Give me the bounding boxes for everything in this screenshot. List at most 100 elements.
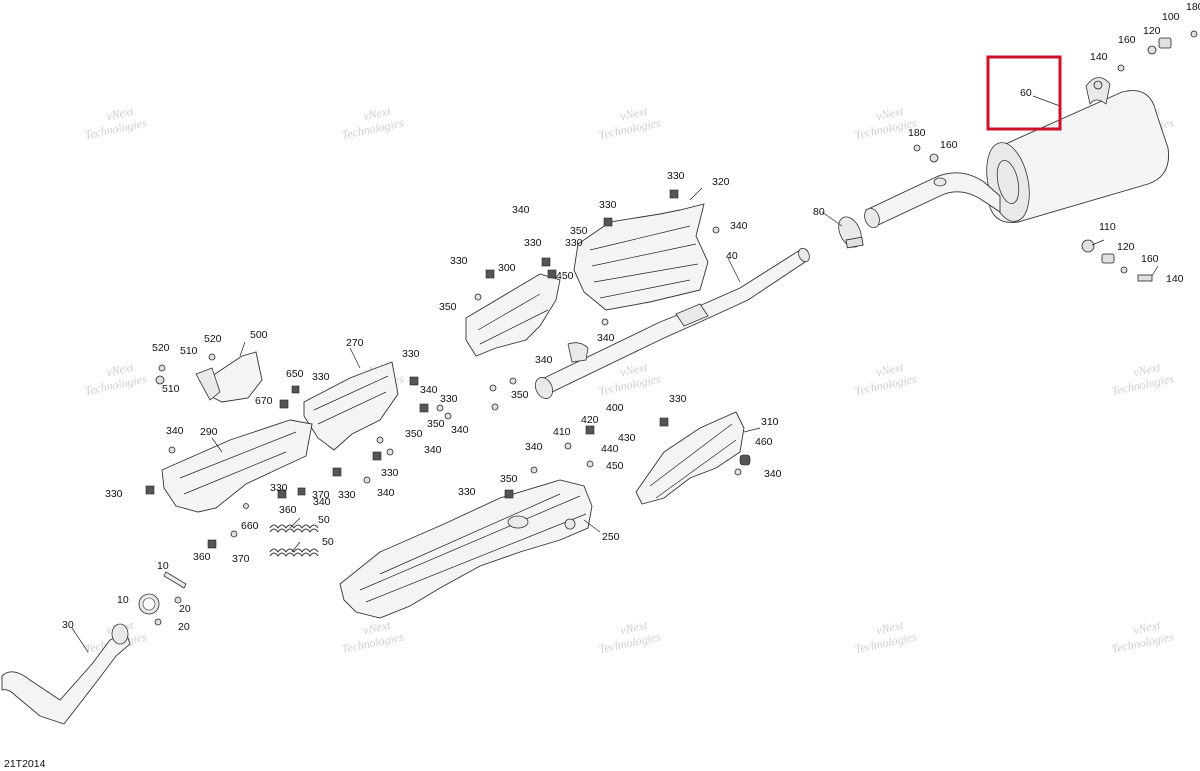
- callout-label: 350: [500, 473, 518, 485]
- callout-label: 340: [764, 468, 782, 480]
- callout-label: 360: [279, 504, 297, 516]
- callout-label: 340: [313, 496, 331, 508]
- callout-label: 310: [761, 416, 779, 428]
- callout-label: 330: [667, 170, 685, 182]
- callout-label: 30: [62, 619, 74, 631]
- callout-label: 110: [1099, 221, 1116, 233]
- watermark: vNext Technologies: [1110, 618, 1175, 656]
- callout-label: 120: [1143, 25, 1161, 37]
- callout-label: 180: [1186, 1, 1200, 13]
- callout-label: 160: [1118, 34, 1136, 46]
- callout-label: 370: [232, 553, 250, 565]
- drawing-number: 21T2014: [4, 758, 46, 770]
- watermark: vNext Technologies: [853, 618, 918, 656]
- callout-label: 330: [105, 488, 123, 500]
- callout-label: 340: [166, 425, 184, 437]
- callout-label: 500: [250, 329, 268, 341]
- callout-label: 140: [1166, 273, 1184, 285]
- callout-label: 330: [565, 237, 583, 249]
- svg-text:vNext: vNext: [1132, 618, 1162, 638]
- callout-label: 270: [346, 337, 364, 349]
- watermark: vNext Technologies: [597, 104, 662, 142]
- inlet-pipe[interactable]: [862, 172, 1001, 230]
- watermark: vNext Technologies: [597, 618, 662, 656]
- callout-label: 670: [255, 395, 273, 407]
- callout-label: 120: [1117, 241, 1135, 253]
- callout-label: 330: [440, 393, 458, 405]
- callout-label: 330: [669, 393, 687, 405]
- callout-label: 160: [1141, 253, 1159, 265]
- callout-label: 20: [178, 621, 190, 633]
- springs[interactable]: [269, 524, 319, 557]
- callout-label: 10: [117, 594, 129, 606]
- callout-label: 50: [322, 536, 334, 548]
- svg-text:vNext: vNext: [619, 360, 649, 380]
- callout-label: 340: [525, 441, 543, 453]
- svg-text:vNext: vNext: [875, 360, 905, 380]
- callout-label: 350: [570, 225, 588, 237]
- header-pipe[interactable]: [1, 623, 131, 725]
- watermark: vNext Technologies: [340, 104, 405, 142]
- heat-shield-310[interactable]: [635, 411, 745, 505]
- hardware: [145, 30, 1198, 626]
- callout-label: 60: [1020, 87, 1032, 99]
- callout-label: 140: [1090, 51, 1108, 63]
- callout-label: 510: [162, 383, 180, 395]
- leader-lines: [71, 95, 1159, 653]
- callout-label: 330: [312, 371, 330, 383]
- svg-text:vNext: vNext: [105, 360, 135, 380]
- callout-label: 40: [726, 250, 738, 262]
- parts: [1, 30, 1198, 725]
- gasket[interactable]: [138, 571, 187, 615]
- callout-label: 340: [377, 487, 395, 499]
- callout-label: 650: [286, 368, 304, 380]
- callout-label: 250: [602, 531, 620, 543]
- callout-label: 80: [813, 206, 825, 218]
- svg-text:vNext: vNext: [105, 104, 135, 124]
- callout-label: 340: [535, 354, 553, 366]
- callout-label: 350: [405, 428, 423, 440]
- callout-label: 330: [450, 255, 468, 267]
- heat-shield-250[interactable]: [339, 479, 593, 619]
- callout-label: 340: [420, 384, 438, 396]
- heat-shield-290[interactable]: [161, 419, 313, 513]
- callout-label: 330: [381, 467, 399, 479]
- callout-label: 300: [498, 262, 516, 274]
- svg-text:vNext: vNext: [362, 104, 392, 124]
- callout-label: 510: [180, 345, 198, 357]
- svg-text:vNext: vNext: [875, 618, 905, 638]
- callout-label: 340: [512, 204, 530, 216]
- svg-text:vNext: vNext: [619, 104, 649, 124]
- callout-label: 350: [439, 301, 457, 313]
- callout-label: 330: [599, 199, 617, 211]
- callout-label: 660: [241, 520, 259, 532]
- callout-label: 100: [1162, 11, 1180, 23]
- callout-label: 440: [601, 443, 619, 455]
- callout-label: 520: [152, 342, 170, 354]
- callout-label: 50: [318, 514, 330, 526]
- callout-label: 450: [606, 460, 624, 472]
- callout-label: 410: [553, 426, 571, 438]
- callout-label: 160: [940, 139, 958, 151]
- main-pipe[interactable]: [532, 247, 811, 402]
- callout-label: 340: [424, 444, 442, 456]
- callout-label: 330: [338, 489, 356, 501]
- callout-label: 360: [193, 551, 211, 563]
- heat-shield-320[interactable]: [573, 203, 709, 311]
- callout-label: 340: [451, 424, 469, 436]
- heat-shield-300[interactable]: [465, 273, 561, 357]
- callout-label: 290: [200, 426, 218, 438]
- callout-label: 450: [556, 270, 574, 282]
- muffler[interactable]: [980, 77, 1170, 225]
- callout-label: 400: [606, 402, 624, 414]
- callout-label: 330: [524, 237, 542, 249]
- callout-label: 430: [618, 432, 636, 444]
- callout-label: 350: [427, 418, 445, 430]
- highlight-box[interactable]: [986, 55, 1062, 131]
- clamp[interactable]: [834, 213, 866, 250]
- heat-shield-500[interactable]: [195, 351, 263, 403]
- watermark: vNext Technologies: [853, 360, 918, 398]
- callout-label: 320: [712, 176, 730, 188]
- callout-label: 10: [157, 560, 169, 572]
- watermark: vNext Technologies: [340, 618, 405, 656]
